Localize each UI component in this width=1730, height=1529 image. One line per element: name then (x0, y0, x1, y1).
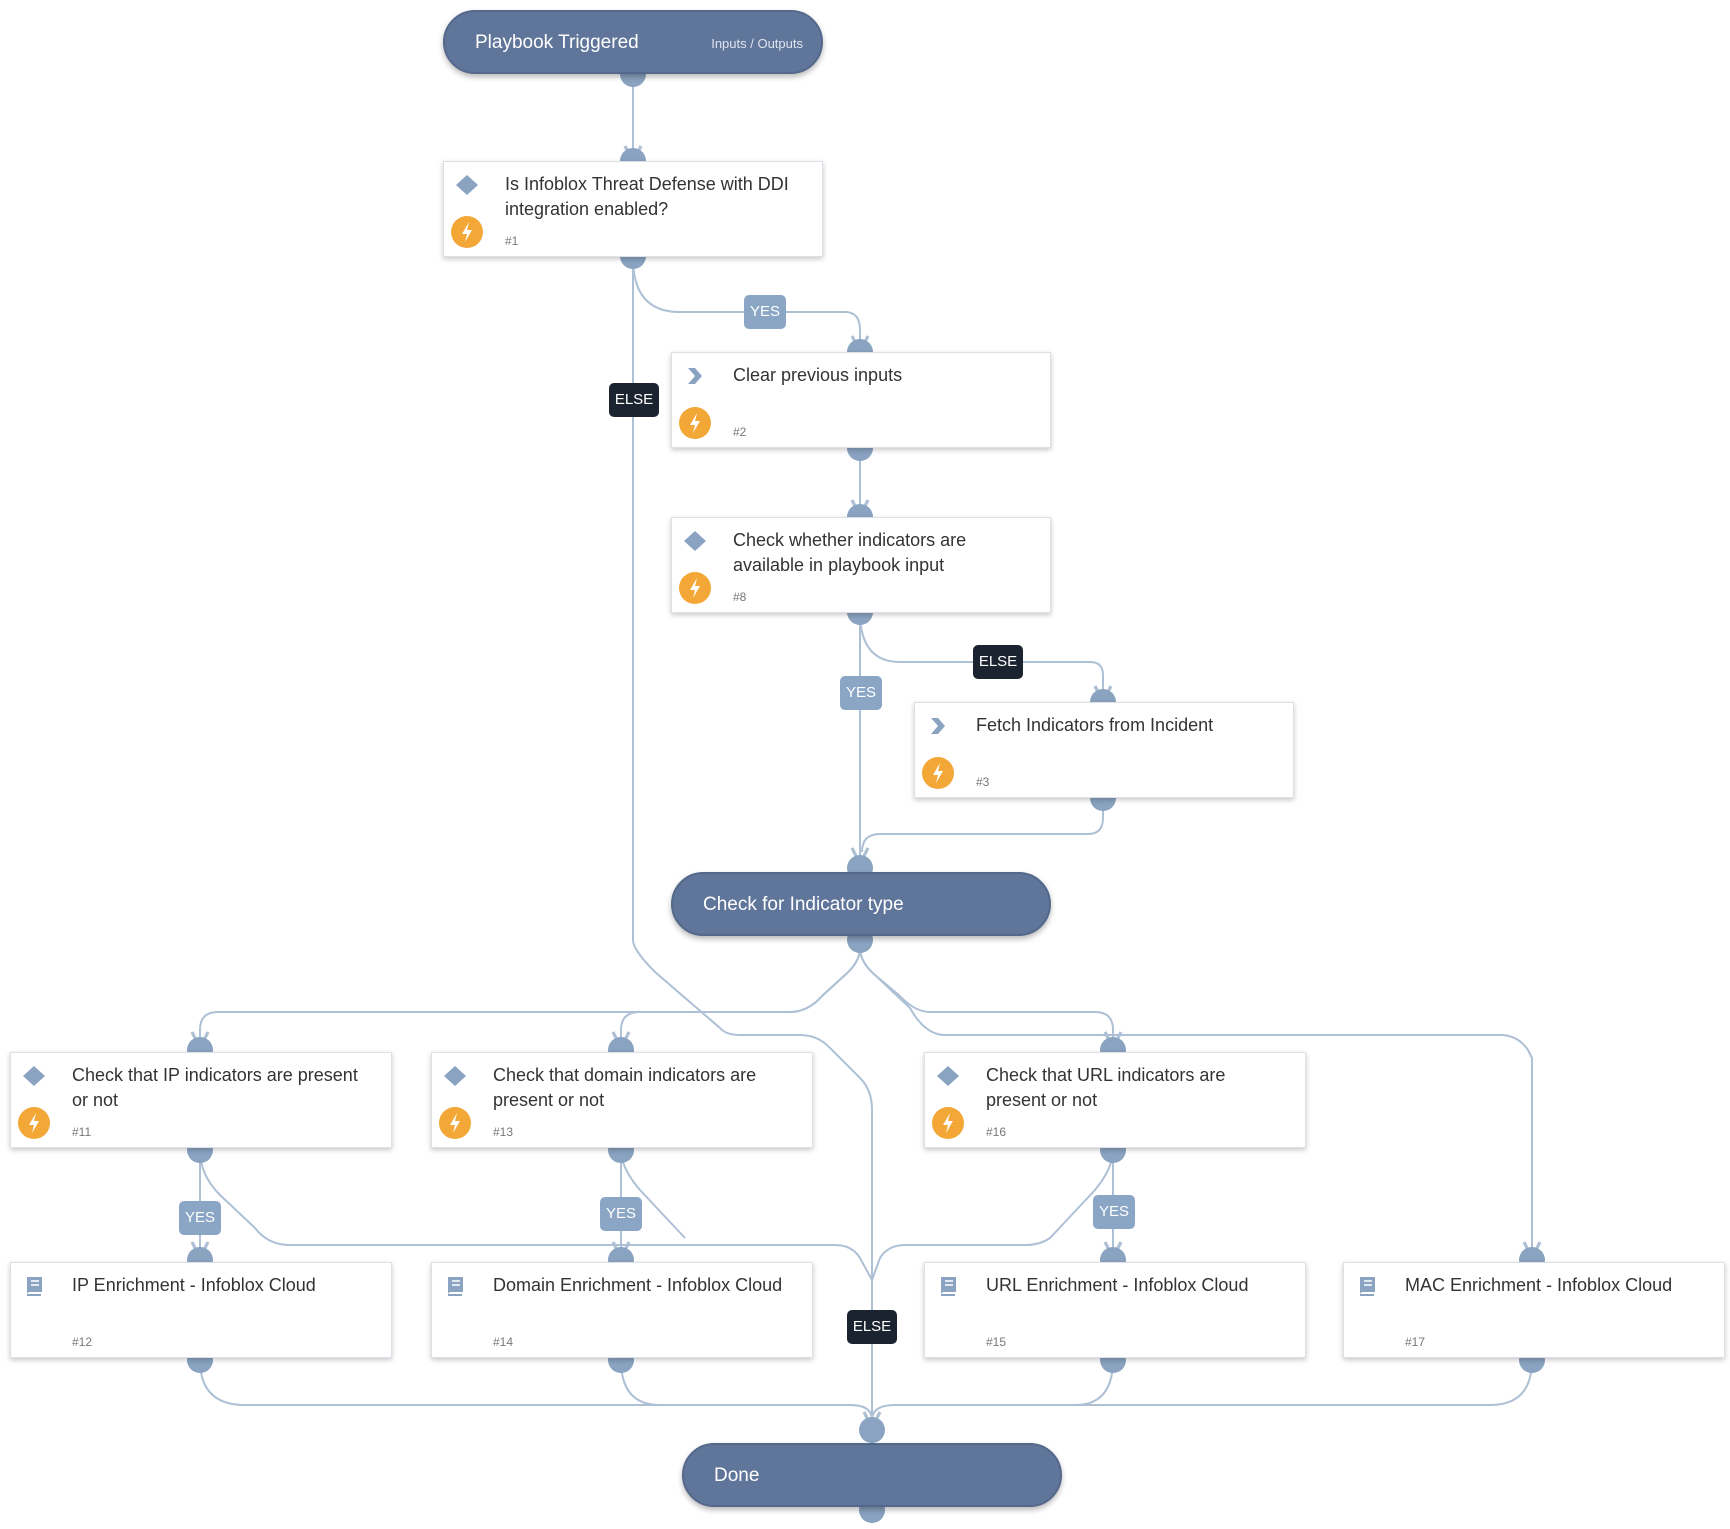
task-number: #12 (72, 1335, 93, 1349)
task-title: MAC Enrichment - Infoblox Cloud (1405, 1275, 1673, 1295)
edge-type-to-17 (859, 947, 1532, 1250)
task-title: Is Infoblox Threat Defense with DDI inte… (505, 174, 789, 219)
chevron-right-icon (682, 365, 708, 387)
task-number: #14 (493, 1335, 514, 1349)
lightning-bolt-icon (439, 1107, 471, 1139)
yes-branch-label: YES (600, 1197, 642, 1231)
playbook-triggered-node[interactable]: Playbook Triggered Inputs / Outputs (443, 10, 823, 74)
task-title: Check that domain indicators are present… (493, 1065, 757, 1110)
edge-1-yes-to-2 (632, 257, 860, 344)
edge-type-to-16 (859, 947, 1113, 1040)
task-title: Check that IP indicators are present or … (72, 1065, 358, 1110)
task-card-1[interactable]: Is Infoblox Threat Defense with DDI inte… (443, 161, 823, 257)
edge-type-to-13 (621, 947, 861, 1040)
else-branch-label: ELSE (973, 645, 1023, 679)
task-card-17[interactable]: MAC Enrichment - Infoblox Cloud #17 (1343, 1262, 1725, 1358)
edge-12-to-done (199, 1359, 873, 1421)
edge-17-to-done (871, 1359, 1533, 1421)
diamond-icon (682, 530, 708, 552)
book-icon (1354, 1275, 1380, 1297)
edge-11-else-to-done (199, 1149, 873, 1281)
task-title: Clear previous inputs (733, 365, 903, 385)
lightning-bolt-icon (922, 757, 954, 789)
lightning-bolt-icon (932, 1107, 964, 1139)
task-title: Fetch Indicators from Incident (976, 715, 1214, 735)
yes-branch-label: YES (840, 676, 882, 710)
chevron-right-icon (925, 715, 951, 737)
else-branch-label: ELSE (609, 383, 659, 417)
edge-8-else-to-3 (859, 611, 1103, 694)
task-title: IP Enrichment - Infoblox Cloud (72, 1275, 316, 1295)
port (859, 1417, 885, 1443)
edge-type-to-11 (200, 947, 861, 1040)
lightning-bolt-icon (451, 216, 483, 248)
book-icon (21, 1275, 47, 1297)
task-number: #8 (733, 590, 747, 604)
task-card-12[interactable]: IP Enrichment - Infoblox Cloud #12 (10, 1262, 392, 1358)
task-title: URL Enrichment - Infoblox Cloud (986, 1275, 1249, 1295)
task-card-2[interactable]: Clear previous inputs #2 (671, 352, 1051, 448)
task-card-16[interactable]: Check that URL indicators are present or… (924, 1052, 1306, 1148)
diamond-icon (442, 1065, 468, 1087)
book-icon (935, 1275, 961, 1297)
task-card-15[interactable]: URL Enrichment - Infoblox Cloud #15 (924, 1262, 1306, 1358)
book-icon (442, 1275, 468, 1297)
task-card-3[interactable]: Fetch Indicators from Incident #3 (914, 702, 1294, 798)
task-card-11[interactable]: Check that IP indicators are present or … (10, 1052, 392, 1148)
task-number: #11 (72, 1125, 92, 1139)
done-title: Done (714, 1465, 760, 1486)
yes-branch-label: YES (179, 1201, 221, 1235)
check-indicator-type-title: Check for Indicator type (703, 894, 904, 915)
task-number: #3 (976, 775, 990, 789)
task-title: Check that URL indicators are present or… (986, 1065, 1226, 1110)
yes-branch-label: YES (1093, 1195, 1135, 1229)
edge-1-else-to-done (632, 258, 872, 1420)
diamond-icon (21, 1065, 47, 1087)
playbook-triggered-title: Playbook Triggered (475, 32, 639, 53)
task-card-14[interactable]: Domain Enrichment - Infoblox Cloud #14 (431, 1262, 813, 1358)
task-title: Domain Enrichment - Infoblox Cloud (493, 1275, 783, 1295)
yes-branch-label: YES (744, 295, 786, 329)
inputs-outputs-link[interactable]: Inputs / Outputs (711, 36, 803, 51)
check-indicator-type-node[interactable]: Check for Indicator type (671, 872, 1051, 936)
diamond-icon (454, 174, 480, 196)
lightning-bolt-icon (679, 572, 711, 604)
task-card-8[interactable]: Check whether indicators are available i… (671, 517, 1051, 613)
task-number: #17 (1405, 1335, 1426, 1349)
done-node[interactable]: Done (682, 1443, 1062, 1507)
diamond-icon (935, 1065, 961, 1087)
task-number: #15 (986, 1335, 1007, 1349)
else-branch-label: ELSE (847, 1310, 897, 1344)
lightning-bolt-icon (679, 407, 711, 439)
task-number: #13 (493, 1125, 514, 1139)
task-number: #1 (505, 234, 519, 248)
task-number: #16 (986, 1125, 1007, 1139)
lightning-bolt-icon (18, 1107, 50, 1139)
task-number: #2 (733, 425, 747, 439)
edge-3-to-type (861, 798, 1104, 853)
task-title: Check whether indicators are available i… (733, 530, 967, 575)
edge-16-else-to-done (871, 1149, 1114, 1281)
task-card-13[interactable]: Check that domain indicators are present… (431, 1052, 813, 1148)
